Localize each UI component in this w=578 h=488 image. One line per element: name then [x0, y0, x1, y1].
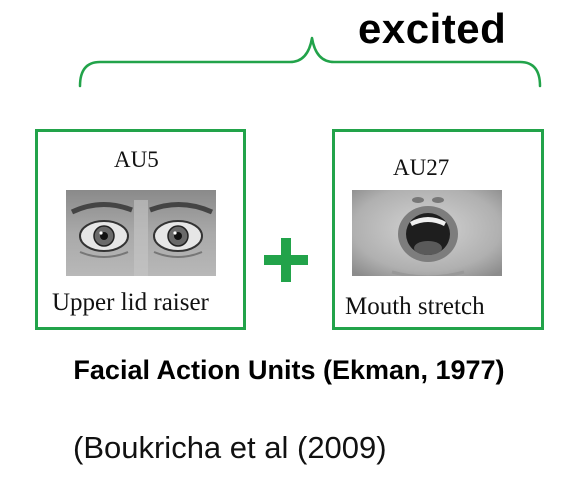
emotion-label: excited — [358, 5, 507, 52]
action-unit-description: Mouth stretch — [345, 293, 485, 320]
wide-open-eyes-photo — [66, 190, 216, 276]
action-unit-description: Upper lid raiser — [52, 289, 209, 316]
plus-icon — [264, 238, 308, 282]
citation: (Boukricha et al (2009) — [73, 430, 387, 465]
open-mouth-photo — [352, 190, 502, 276]
grouping-brace — [78, 36, 542, 88]
action-unit-code: AU27 — [393, 155, 450, 180]
action-unit-card-au27: AU27 Mouth stretch — [332, 129, 544, 330]
action-unit-card-au5: AU5 — [35, 129, 246, 330]
slide-title: Facial Action Units (Ekman, 1977) — [73, 355, 505, 385]
action-unit-code: AU5 — [114, 147, 159, 172]
